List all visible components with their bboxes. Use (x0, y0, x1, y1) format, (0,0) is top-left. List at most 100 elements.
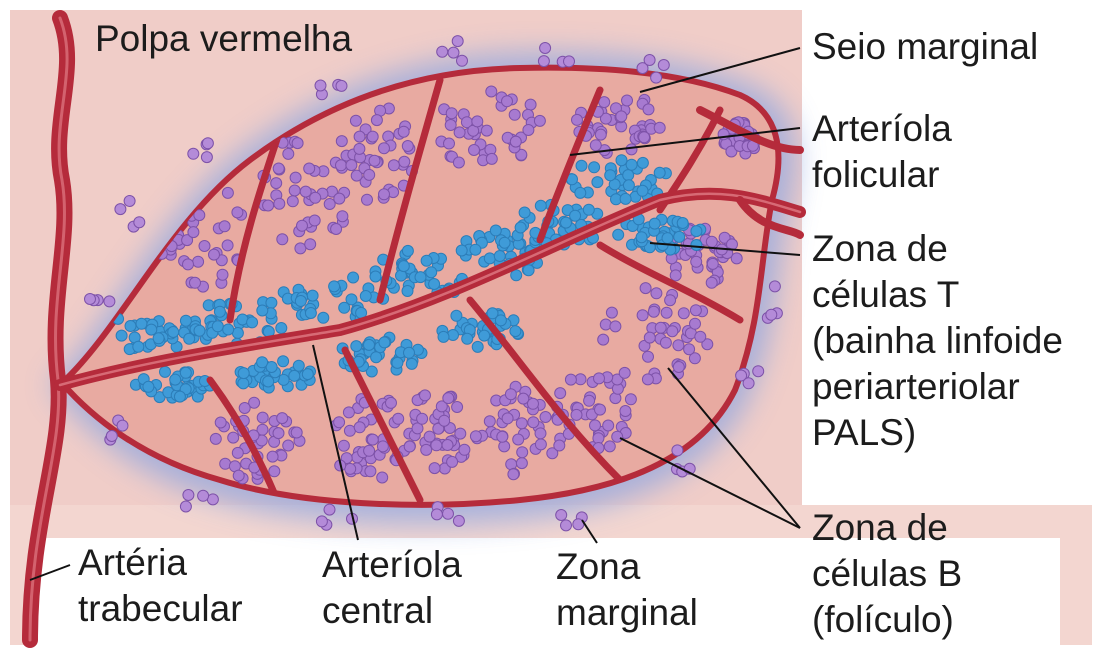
b-cell (350, 115, 361, 126)
t-cell (302, 369, 313, 380)
b-cell (269, 466, 280, 477)
b-cell (502, 413, 513, 424)
t-cell (592, 177, 603, 188)
marginal-cell (316, 516, 327, 527)
b-cell (217, 269, 228, 280)
t-cell (329, 281, 340, 292)
b-cell (470, 431, 481, 442)
marginal-cell (644, 55, 655, 66)
t-cell (293, 360, 304, 371)
t-cell (212, 321, 223, 332)
b-cell (443, 393, 454, 404)
t-cell (490, 225, 501, 236)
b-cell (497, 431, 508, 442)
t-cell (371, 352, 382, 363)
b-cell (297, 220, 308, 231)
label-zona-celulas-b: Zona de células B (folículo) (812, 505, 962, 643)
t-cell (429, 279, 440, 290)
b-cell (402, 141, 413, 152)
b-cell (429, 463, 440, 474)
t-cell (307, 290, 318, 301)
b-cell (209, 249, 220, 260)
b-cell (289, 185, 300, 196)
marginal-cell (769, 281, 780, 292)
b-cell (257, 412, 268, 423)
b-cell (661, 307, 672, 318)
b-cell (398, 126, 409, 137)
b-cell (517, 447, 528, 458)
b-cell (469, 145, 480, 156)
t-cell (180, 367, 191, 378)
b-cell (310, 192, 321, 203)
b-cell (584, 395, 595, 406)
b-cell (379, 143, 390, 154)
b-cell (637, 310, 648, 321)
b-cell (706, 277, 717, 288)
b-cell (273, 163, 284, 174)
t-cell (263, 376, 274, 387)
b-cell (481, 125, 492, 136)
b-cell (305, 239, 316, 250)
b-cell (673, 362, 684, 373)
b-cell (369, 155, 380, 166)
marginal-cell (115, 204, 126, 215)
b-cell (643, 351, 654, 362)
b-cell (210, 433, 221, 444)
b-cell (346, 160, 357, 171)
t-cell (472, 341, 483, 352)
b-cell (287, 196, 298, 207)
marginal-cell (672, 445, 683, 456)
b-cell (523, 125, 534, 136)
b-cell (665, 295, 676, 306)
label-arteria-trabecular: Artéria trabecular (78, 540, 243, 632)
t-cell (691, 240, 702, 251)
marginal-cell (336, 80, 347, 91)
t-cell (133, 341, 144, 352)
b-cell (362, 194, 373, 205)
b-cell (513, 434, 524, 445)
t-cell (404, 347, 415, 358)
b-cell (603, 420, 614, 431)
b-cell (484, 416, 495, 427)
b-cell (678, 308, 689, 319)
b-cell (431, 440, 442, 451)
b-cell (364, 169, 375, 180)
b-cell (336, 136, 347, 147)
t-cell (415, 272, 426, 283)
marginal-cell (564, 56, 575, 67)
marginal-cell (437, 46, 448, 57)
t-cell (194, 325, 205, 336)
label-polpa-vermelha: Polpa vermelha (95, 16, 352, 62)
t-cell (451, 310, 462, 321)
b-cell (690, 318, 701, 329)
b-cell (446, 108, 457, 119)
b-cell (220, 458, 231, 469)
marginal-cell (457, 55, 468, 66)
marginal-cell (753, 366, 764, 377)
t-cell (636, 232, 647, 243)
b-cell (648, 306, 659, 317)
t-cell (257, 305, 268, 316)
b-cell (595, 404, 606, 415)
b-cell (304, 163, 315, 174)
b-cell (619, 367, 630, 378)
b-cell (193, 256, 204, 267)
b-cell (277, 413, 288, 424)
b-cell (271, 178, 282, 189)
label-zona-celulas-t: Zona de células T (bainha linfoide peria… (812, 226, 1063, 456)
label-line: Zona de (812, 226, 1063, 272)
b-cell (222, 187, 233, 198)
t-cell (360, 291, 371, 302)
b-cell (540, 412, 551, 423)
marginal-cell (85, 294, 96, 305)
label-seio-marginal: Seio marginal (812, 24, 1038, 70)
t-cell (691, 226, 702, 237)
b-cell (274, 198, 285, 209)
t-cell (570, 210, 581, 221)
b-cell (364, 445, 375, 456)
b-cell (219, 221, 230, 232)
b-cell (651, 288, 662, 299)
b-cell (616, 111, 627, 122)
t-cell (402, 286, 413, 297)
b-cell (516, 418, 527, 429)
